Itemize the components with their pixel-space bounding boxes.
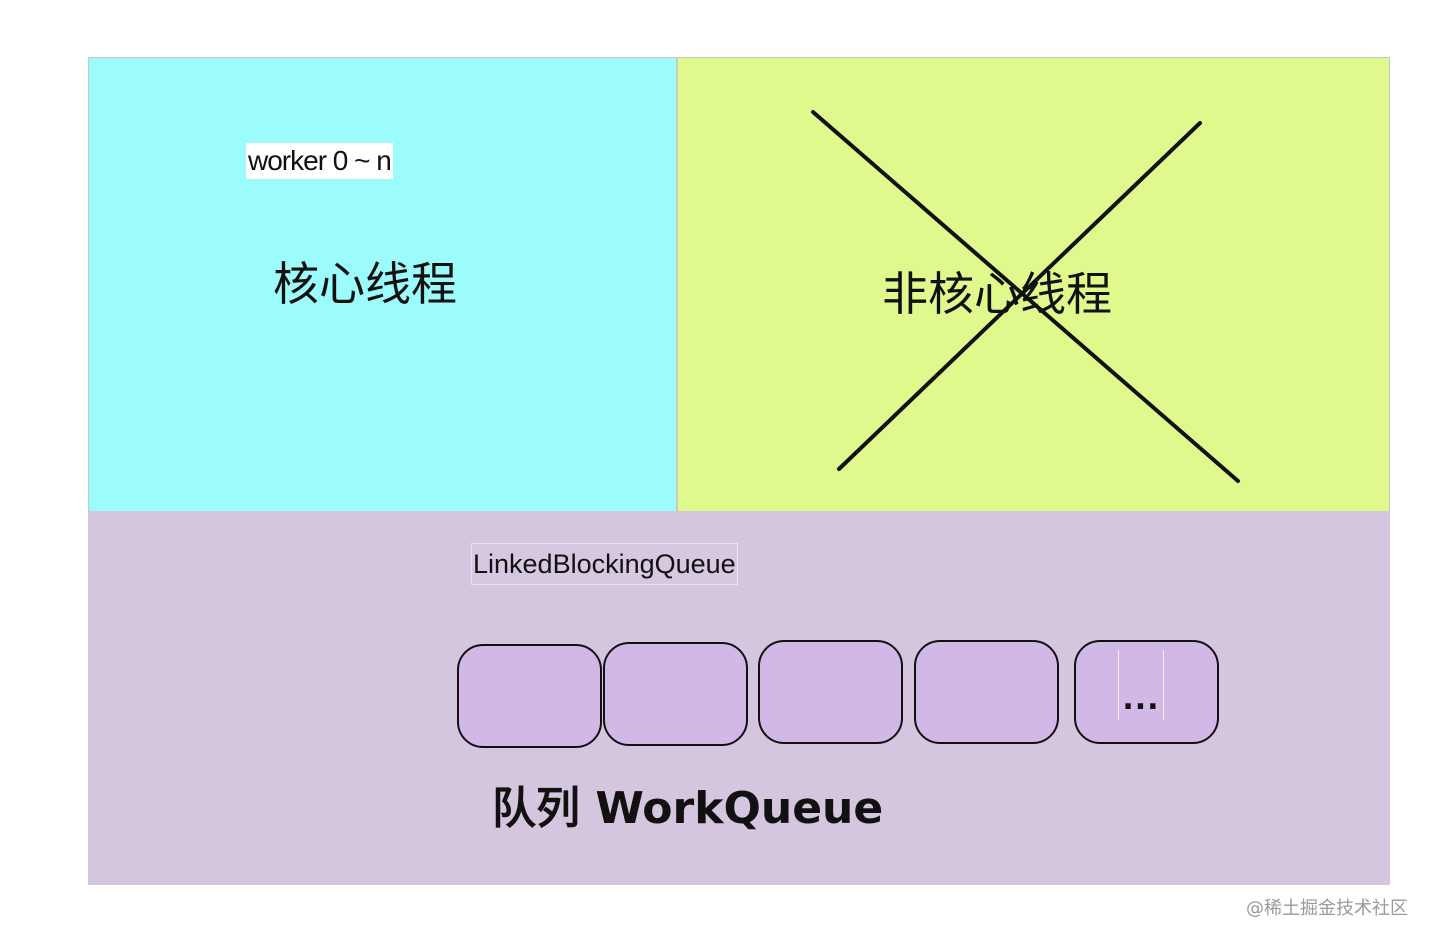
worker-range-label: worker 0 ~ n	[246, 143, 393, 179]
core-thread-panel	[88, 57, 677, 513]
queue-slot	[603, 642, 748, 746]
queue-slot	[914, 640, 1059, 744]
work-queue-title: 队列 WorkQueue	[492, 783, 884, 834]
ellipsis-label: ...	[1118, 650, 1164, 720]
watermark: @稀土掘金技术社区	[1246, 898, 1408, 919]
queue-type-label: LinkedBlockingQueue	[471, 543, 738, 585]
queue-slot	[457, 644, 602, 748]
core-thread-title: 核心线程	[273, 257, 457, 311]
noncore-thread-title: 非核心线程	[882, 267, 1112, 321]
queue-slot-more: ...	[1074, 640, 1219, 744]
queue-slot	[758, 640, 903, 744]
